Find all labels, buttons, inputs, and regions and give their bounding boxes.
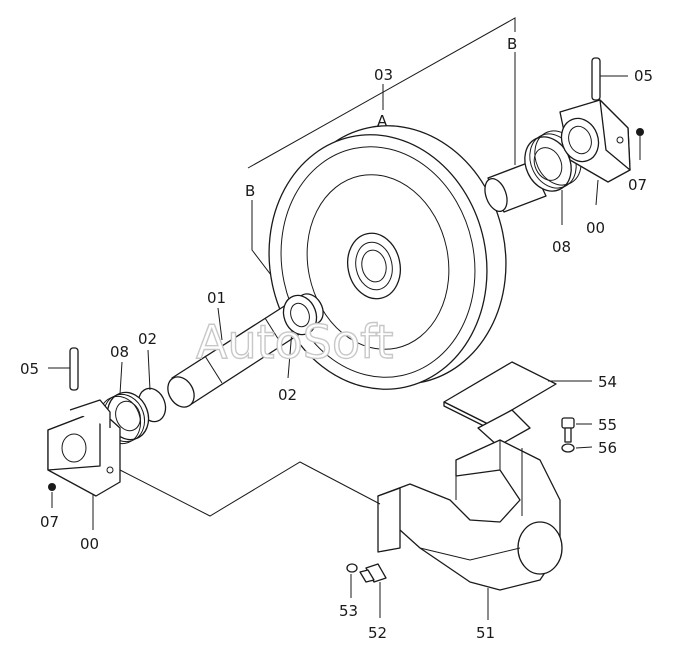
bracket [377, 439, 563, 591]
collar-right [282, 294, 318, 336]
callout-labels: 03 A B B 05 07 00 08 01 02 02 08 05 07 0… [20, 35, 653, 642]
idler-wheel [268, 125, 507, 390]
label-A: A [377, 112, 388, 130]
label-B-top: B [507, 35, 517, 53]
label-00-right: 00 [586, 219, 605, 237]
label-07-left: 07 [40, 513, 59, 531]
label-07-right: 07 [628, 176, 647, 194]
bolt-55 [561, 417, 575, 443]
label-51: 51 [476, 624, 495, 642]
watermark: AutoSoft [196, 315, 394, 369]
label-54: 54 [598, 373, 617, 391]
assembly-line [119, 461, 381, 517]
label-00-left: 00 [80, 535, 99, 553]
label-05-left: 05 [20, 360, 39, 378]
label-02-right: 02 [278, 386, 297, 404]
pin-right [591, 57, 601, 101]
label-08-left: 08 [110, 343, 129, 361]
plate [443, 361, 557, 429]
support-block-right [559, 99, 631, 183]
support-block-left [47, 399, 121, 497]
leader-lines [48, 75, 641, 620]
label-01: 01 [207, 289, 226, 307]
label-52: 52 [368, 624, 387, 642]
washer-53 [346, 563, 358, 573]
washer-56 [561, 443, 575, 453]
label-55: 55 [598, 416, 617, 434]
label-53: 53 [339, 602, 358, 620]
bolt-52 [359, 563, 387, 583]
label-05-right: 05 [634, 67, 653, 85]
label-56: 56 [598, 439, 617, 457]
pin-left [69, 347, 79, 391]
label-03: 03 [374, 66, 393, 84]
label-02-left: 02 [138, 330, 157, 348]
label-B-left: B [245, 182, 255, 200]
shim [477, 409, 531, 447]
fitting-left [48, 483, 56, 491]
label-08-right: 08 [552, 238, 571, 256]
fitting-right [636, 128, 644, 136]
